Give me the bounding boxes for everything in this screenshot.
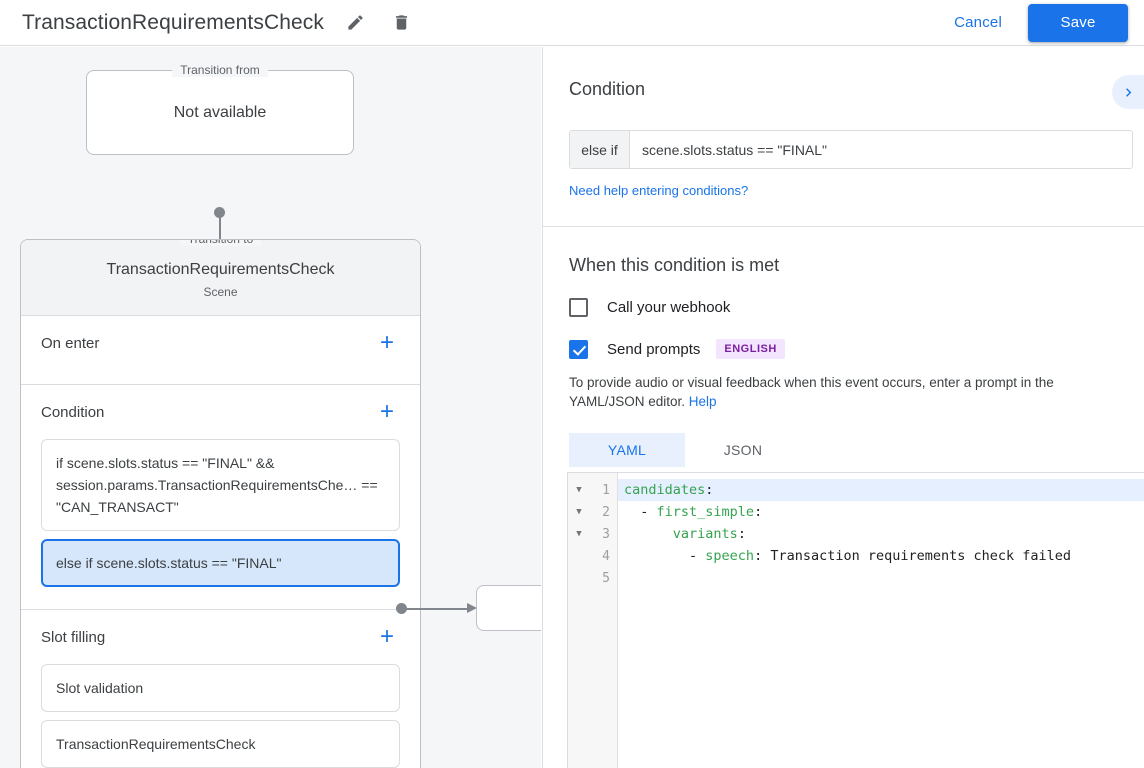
editor-gutter-row: ▼1 [568,479,617,501]
edit-name-button[interactable] [340,8,370,38]
chevron-right-icon [1125,87,1131,97]
prompt-help-text: To provide audio or visual feedback when… [569,373,1118,411]
language-badge: ENGLISH [716,339,785,359]
add-condition-button[interactable]: + [379,398,394,425]
scene-type: Scene [203,285,238,299]
section-slot-filling-head: Slot filling + [41,610,400,664]
editor-code-line[interactable]: - first_simple: [618,501,1144,523]
section-on-enter: On enter + [21,316,420,385]
editor-format-tabs: YAML JSON [569,433,1118,467]
save-button[interactable]: Save [1028,3,1128,42]
transition-from-legend: Transition from [172,63,268,77]
scene-name: TransactionRequirementsCheck [106,261,335,278]
editor-gutter-row: 4 [568,545,617,567]
add-slot-filling-button[interactable]: + [379,623,394,650]
trash-icon [395,15,407,30]
transition-from-value: Not available [173,103,267,121]
tab-yaml[interactable]: YAML [569,433,685,467]
panel-collapse-button[interactable] [1112,75,1144,109]
delete-button[interactable] [386,8,416,38]
condition-connector-dot [396,603,407,614]
prompt-help-sentence: To provide audio or visual feedback when… [569,375,1054,409]
fold-triangle-icon[interactable]: ▼ [576,529,582,539]
condition-heading: Condition [569,79,646,99]
condition-input[interactable] [630,131,1132,168]
yaml-text: : Transaction requirements check failed [754,548,1072,564]
section-condition-title: Condition [41,403,105,421]
editor-code-line[interactable]: variants: [618,523,1144,545]
section-slot-filling-title: Slot filling [41,628,106,646]
condition-item[interactable]: if scene.slots.status == "FINAL" && sess… [41,439,400,531]
yaml-text: : [737,526,746,542]
condition-met-section: When this condition is met Call your web… [543,227,1144,467]
pencil-icon [347,15,363,30]
condition-input-row[interactable]: else if [569,130,1133,169]
condition-help-link[interactable]: Need help entering conditions? [569,183,749,198]
send-prompts-checkbox[interactable] [569,339,588,359]
yaml-text: : [705,482,714,498]
condition-operator-label: else if [570,131,630,168]
editor-gutter-row: 5 [568,567,617,589]
flow-canvas[interactable]: Transition from Not available Transition… [0,47,541,768]
transition-to-legend: Transition to [179,240,262,246]
cancel-button[interactable]: Cancel [944,6,1012,39]
app-bar: TransactionRequirementsCheck Cancel Save [0,0,1144,46]
yaml-text [624,526,673,542]
fold-triangle-icon[interactable]: ▼ [576,507,582,517]
fold-triangle-icon[interactable]: ▼ [576,485,582,495]
section-slot-filling: Slot filling + Slot validation Transacti… [21,610,420,768]
yaml-text: - [624,548,706,564]
call-webhook-row[interactable]: Call your webhook [569,298,1118,317]
call-webhook-checkbox[interactable] [569,298,588,317]
prompt-help-link[interactable]: Help [688,394,717,409]
editor-gutter-row: ▼2 [568,501,617,523]
send-prompts-label: Send prompts [607,340,701,358]
editor-code-line[interactable]: candidates: [618,479,1144,501]
slot-filling-item[interactable]: TransactionRequirementsCheck [41,720,400,768]
condition-item-selected[interactable]: else if scene.slots.status == "FINAL" [41,539,400,587]
page-title: TransactionRequirementsCheck [22,10,324,34]
section-condition-head: Condition + [41,385,400,439]
condition-section: Condition else if Need help entering con… [543,47,1144,227]
condition-met-heading: When this condition is met [569,255,780,275]
scene-header: TransactionRequirementsCheck Scene [21,240,420,316]
yaml-key: first_simple [656,504,755,520]
editor-gutter-row: ▼3 [568,523,617,545]
editor-code-line[interactable] [618,567,1144,589]
editor-line-number: 5 [602,570,610,586]
editor-line-number: 4 [602,548,610,564]
editor-line-number: 1 [602,482,610,498]
editor-line-number: 2 [602,504,610,520]
send-prompts-row[interactable]: Send prompts ENGLISH [569,339,1118,359]
editor-line-number: 3 [602,526,610,542]
section-on-enter-title: On enter [41,334,100,352]
flow-connector-line [219,213,221,255]
yaml-text: - [624,504,657,520]
tab-json[interactable]: JSON [723,442,763,458]
transition-to-card[interactable]: Transition to TransactionRequirementsChe… [20,239,421,768]
editor-code-line[interactable]: - speech: Transaction requirements check… [618,545,1144,567]
yaml-key: speech [705,548,755,564]
slot-filling-item[interactable]: Slot validation [41,664,400,712]
yaml-key: variants [672,526,738,542]
add-on-enter-button[interactable]: + [379,329,394,356]
condition-connector-arrowhead [467,603,477,613]
transition-from-card[interactable]: Transition from Not available [86,63,354,155]
section-on-enter-head: On enter + [41,316,400,370]
yaml-key: candidates [624,482,706,498]
editor-code-area[interactable]: candidates: - first_simple: variants: - … [618,473,1144,768]
flow-connector-dot [214,207,225,218]
call-webhook-label: Call your webhook [607,299,731,316]
target-node-card[interactable] [476,585,541,631]
condition-connector-line [402,608,470,610]
section-condition: Condition + if scene.slots.status == "FI… [21,385,420,610]
yaml-text: : [754,504,763,520]
